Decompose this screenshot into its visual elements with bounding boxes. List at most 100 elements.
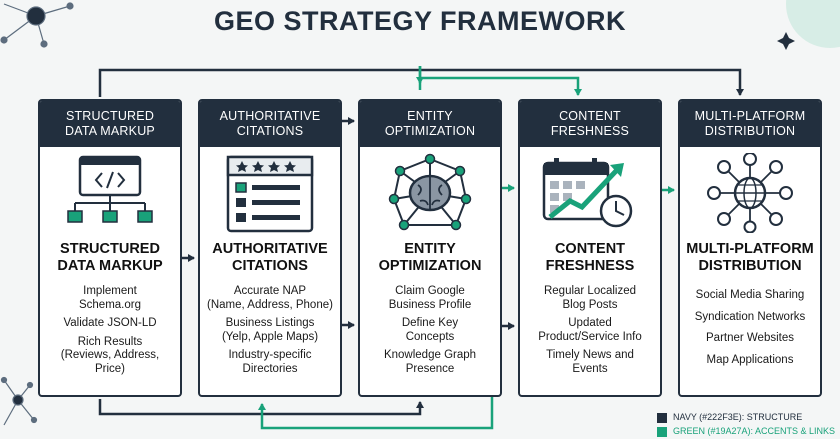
connector-2-3-lower xyxy=(338,254,355,329)
list-item: Accurate NAP (Name, Address, Phone) xyxy=(200,285,340,312)
list-item: Define Key Concepts xyxy=(360,317,500,344)
list-item-line: Product/Service Info xyxy=(538,330,642,343)
list-item: Implement Schema.org xyxy=(40,285,180,312)
list-item-line: Implement xyxy=(83,285,137,297)
list-item-line: Business Profile xyxy=(388,298,472,311)
panel-title-line: CITATIONS xyxy=(232,258,308,274)
panel-title-line: STRUCTURED xyxy=(60,241,160,257)
panel-title: ENTITY OPTIMIZATION xyxy=(360,241,500,275)
rating-listing-icon xyxy=(226,155,314,233)
list-item-line: Directories xyxy=(242,362,298,375)
page-title: GEO STRATEGY FRAMEWORK xyxy=(213,6,626,36)
panel-header-line: DATA MARKUP xyxy=(65,124,155,138)
list-item-line: Accurate NAP xyxy=(233,285,307,297)
panel-header: ENTITY OPTIMIZATION xyxy=(360,101,500,147)
list-item-line: Rich Results xyxy=(77,335,143,348)
list-item-line: Schema.org xyxy=(78,298,141,311)
panel-header: STRUCTURED DATA MARKUP xyxy=(40,101,180,147)
panel-title-line: ENTITY xyxy=(404,241,456,257)
list-item-line: (Reviews, Address, xyxy=(60,349,160,361)
list-item-line: Business Listings xyxy=(225,317,315,329)
panel-header: CONTENT FRESHNESS xyxy=(520,101,660,147)
list-item-line: Industry-specific xyxy=(228,349,312,361)
panel-header-line: OPTIMIZATION xyxy=(384,124,476,138)
panel-header-line: AUTHORITATIVE xyxy=(219,109,321,123)
panel-entity-optimization: ENTITY OPTIMIZATION ENTITY xyxy=(358,99,502,397)
list-item-line: Blog Posts xyxy=(562,298,618,311)
list-item: Claim Google Business Profile xyxy=(360,285,500,312)
list-item-line: Presence xyxy=(405,362,455,375)
list-item: Timely News and Events xyxy=(520,349,660,376)
list-item-line: Events xyxy=(572,362,608,375)
calendar-growth-icon xyxy=(542,158,633,228)
legend-swatch-green xyxy=(657,426,667,437)
connector-bottom-green-loop xyxy=(258,403,494,430)
sparkle-icon xyxy=(777,32,795,50)
panel-content-freshness: CONTENT FRESHNESS CONTENT FRESHNESS Regu xyxy=(518,99,662,397)
list-item: Business Listings (Yelp, Apple Maps) xyxy=(200,317,340,344)
panel-header-line: CONTENT xyxy=(559,109,621,123)
panel-title: CONTENT FRESHNESS xyxy=(520,241,660,275)
list-item-line: Validate JSON-LD xyxy=(63,317,157,329)
list-item: Rich Results (Reviews, Address, Price) xyxy=(40,336,180,377)
legend-item-green: GREEN (#19A27A): ACCENTS & LINKS xyxy=(657,426,835,437)
legend-label: NAVY (#222F3E): STRUCTURE xyxy=(673,412,803,422)
list-item-line: Knowledge Graph xyxy=(383,349,477,361)
list-item-line: (Name, Address, Phone) xyxy=(207,298,333,311)
legend-item-navy: NAVY (#222F3E): STRUCTURE xyxy=(657,412,802,423)
panel-header: MULTI-PLATFORM DISTRIBUTION xyxy=(680,101,820,147)
list-item-line: (Yelp, Apple Maps) xyxy=(221,330,319,343)
list-item-line: Partner Websites xyxy=(706,332,794,344)
panel-header-line: DISTRIBUTION xyxy=(704,124,796,138)
globe-network-icon xyxy=(707,153,793,233)
panel-authoritative-citations: AUTHORITATIVE CITATIONS AUTHORITATIVE CI… xyxy=(198,99,342,397)
list-item-line: Timely News and xyxy=(546,349,634,361)
list-item-line: Updated xyxy=(568,317,612,329)
panel-items: Accurate NAP (Name, Address, Phone) Busi… xyxy=(200,285,340,381)
panel-title: AUTHORITATIVE CITATIONS xyxy=(200,241,340,275)
list-item: Map Applications xyxy=(680,354,820,368)
list-item-line: Social Media Sharing xyxy=(695,289,805,301)
panel-title: MULTI-PLATFORM DISTRIBUTION xyxy=(680,241,820,275)
panel-title-line: OPTIMIZATION xyxy=(378,258,482,274)
connector-bottom-navy xyxy=(98,399,424,416)
panel-header: AUTHORITATIVE CITATIONS xyxy=(200,101,340,147)
panel-items: Claim Google Business Profile Define Key… xyxy=(360,285,500,381)
network-decoration-top-left xyxy=(0,2,74,48)
list-item-line: Map Applications xyxy=(706,353,794,366)
panel-header-line: CITATIONS xyxy=(236,124,304,138)
list-item-line: Price) xyxy=(94,362,126,375)
network-decoration-bottom-left xyxy=(0,376,38,426)
panel-items: Social Media Sharing Syndication Network… xyxy=(680,289,820,372)
panel-header-line: MULTI-PLATFORM xyxy=(694,109,806,123)
panel-items: Implement Schema.org Validate JSON-LD Ri… xyxy=(40,285,180,381)
panel-title: STRUCTURED DATA MARKUP xyxy=(40,241,180,275)
panel-title-line: MULTI-PLATFORM xyxy=(686,241,814,257)
list-item: Knowledge Graph Presence xyxy=(360,349,500,376)
panel-items: Regular Localized Blog Posts Updated Pro… xyxy=(520,285,660,381)
connector-top-green-b xyxy=(420,76,582,96)
panel-title-line: AUTHORITATIVE xyxy=(212,241,328,257)
panel-title-line: DATA MARKUP xyxy=(57,258,163,274)
list-item: Syndication Networks xyxy=(680,311,820,325)
code-window-icon xyxy=(67,155,153,223)
list-item: Regular Localized Blog Posts xyxy=(520,285,660,312)
list-item: Validate JSON-LD xyxy=(40,317,180,331)
accent-blob xyxy=(786,0,840,48)
legend-label: GREEN (#19A27A): ACCENTS & LINKS xyxy=(673,426,836,436)
list-item: Partner Websites xyxy=(680,332,820,346)
list-item-line: Regular Localized xyxy=(543,285,637,297)
legend-swatch-navy xyxy=(657,412,667,423)
panel-header-line: ENTITY xyxy=(407,109,453,123)
brain-network-icon xyxy=(388,153,472,231)
panel-multi-platform-distribution: MULTI-PLATFORM DISTRIBUTION MULTI-PLATFO… xyxy=(678,99,822,397)
list-item-line: Syndication Networks xyxy=(694,310,806,323)
panel-header-line: STRUCTURED xyxy=(65,109,155,123)
panel-header-line: FRESHNESS xyxy=(550,124,630,138)
panel-structured-data-markup: STRUCTURED DATA MARKUP STRUCTURED DATA M… xyxy=(38,99,182,397)
list-item: Industry-specific Directories xyxy=(200,349,340,376)
list-item-line: Claim Google xyxy=(395,285,465,297)
list-item: Updated Product/Service Info xyxy=(520,317,660,344)
panel-title-line: DISTRIBUTION xyxy=(698,258,802,274)
